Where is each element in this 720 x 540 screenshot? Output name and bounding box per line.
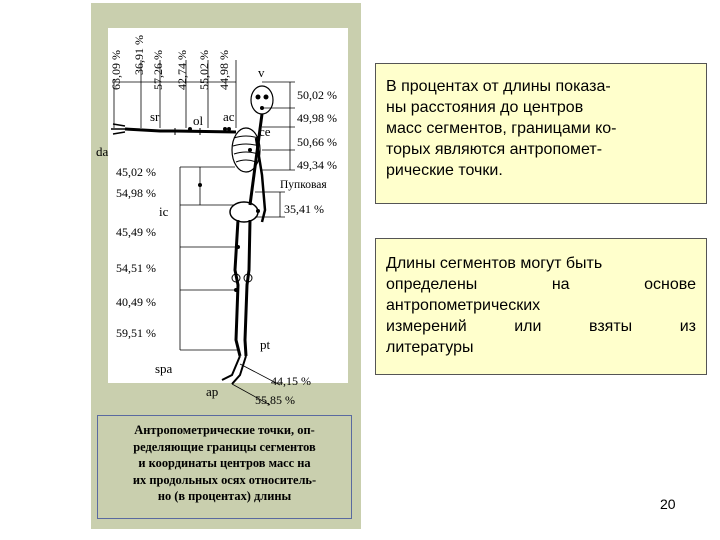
text-word: взяты [589,318,633,335]
feet-shape [221,355,247,385]
top-percent-2: 36,91 % [132,35,146,75]
left-percent-3: 45,49 % [116,225,156,239]
page-number: 20 [660,496,676,512]
label-ap: ap [206,384,219,399]
caption-line: ределяющие границы сегментов [133,439,316,454]
caption-line: Антропометрические точки, оп- [134,423,315,437]
right-percent-5: 35,41 % [284,202,324,216]
text-word: из [679,318,696,335]
label-pt: pt [260,337,271,352]
right-percent-6: 44,15 % [271,374,311,388]
text-row: измерений или взяты из [386,316,696,337]
leg-right-shape [243,219,252,357]
text-row: определены на основе [386,274,696,295]
label-spa: spa [155,361,173,376]
text-row: литературы [386,337,696,358]
figure-canvas [108,28,348,383]
right-percent-2: 49,98 % [297,111,337,125]
text-word: антропометрических [386,297,541,314]
left-percent-4: 54,51 % [116,261,156,275]
right-percent-4: 49,34 % [297,158,337,172]
info-box-lengths: Длины сегментов могут быть определены на… [375,238,707,375]
text-word: определены [386,276,478,293]
top-percent-4: 42,74 % [175,50,189,90]
left-percent-6: 59,51 % [116,326,156,340]
text-line: ны расстояния до центров [386,99,584,116]
leg-left-shape [233,219,242,357]
ribcage-shape [231,127,261,173]
text-line: рические точки. [386,162,503,179]
hand-shape [111,123,126,135]
text-word: на [551,276,570,293]
text-row: Длины сегментов могут быть [386,253,696,274]
text-line: В процентах от длины показа- [386,78,611,95]
text-word: основе [644,276,696,293]
label-v: v [258,65,265,80]
left-percent-2: 54,98 % [116,186,156,200]
label-navel: Пупковая [280,179,327,191]
text-line: масс сегментов, границами ко- [386,120,617,137]
label-ic: ic [159,204,169,219]
right-percent-1: 50,02 % [297,88,337,102]
top-percent-3: 57,26 % [151,50,165,90]
caption-line: но (в процентах) длины [157,489,292,503]
figure-caption: Антропометрические точки, оп- ределяющие… [97,415,352,519]
label-ce: ce [259,124,271,139]
text-word: измерений [386,318,467,335]
left-percent-1: 45,02 % [116,165,156,179]
spine-shape [248,113,264,206]
text-word: Длины сегментов могут быть [386,255,603,272]
arm-shape [124,127,237,134]
info-box-centers: В процентах от длины показа- ны расстоян… [375,63,707,204]
text-line: торых являются антропомет- [386,141,603,158]
text-word: или [514,318,542,335]
caption-line: и координаты центров масс на [138,456,311,470]
top-percent-5: 55,02 % [197,50,211,90]
right-percent-7: 55,85 % [255,393,295,407]
top-percent-6: 44,98 % [217,50,231,90]
top-percent-1: 63,09 % [109,50,123,90]
right-percent-3: 50,66 % [297,135,337,149]
left-percent-5: 40,49 % [116,295,156,309]
text-row: антропометрических [386,295,696,316]
caption-line: их продольных осях относитель- [132,472,317,487]
label-da: da [96,144,109,159]
right-arm-shape [254,137,267,223]
label-ac: ac [223,109,235,124]
label-ol: ol [193,113,204,128]
label-sr: sr [150,109,160,124]
text-word: литературы [386,339,474,356]
